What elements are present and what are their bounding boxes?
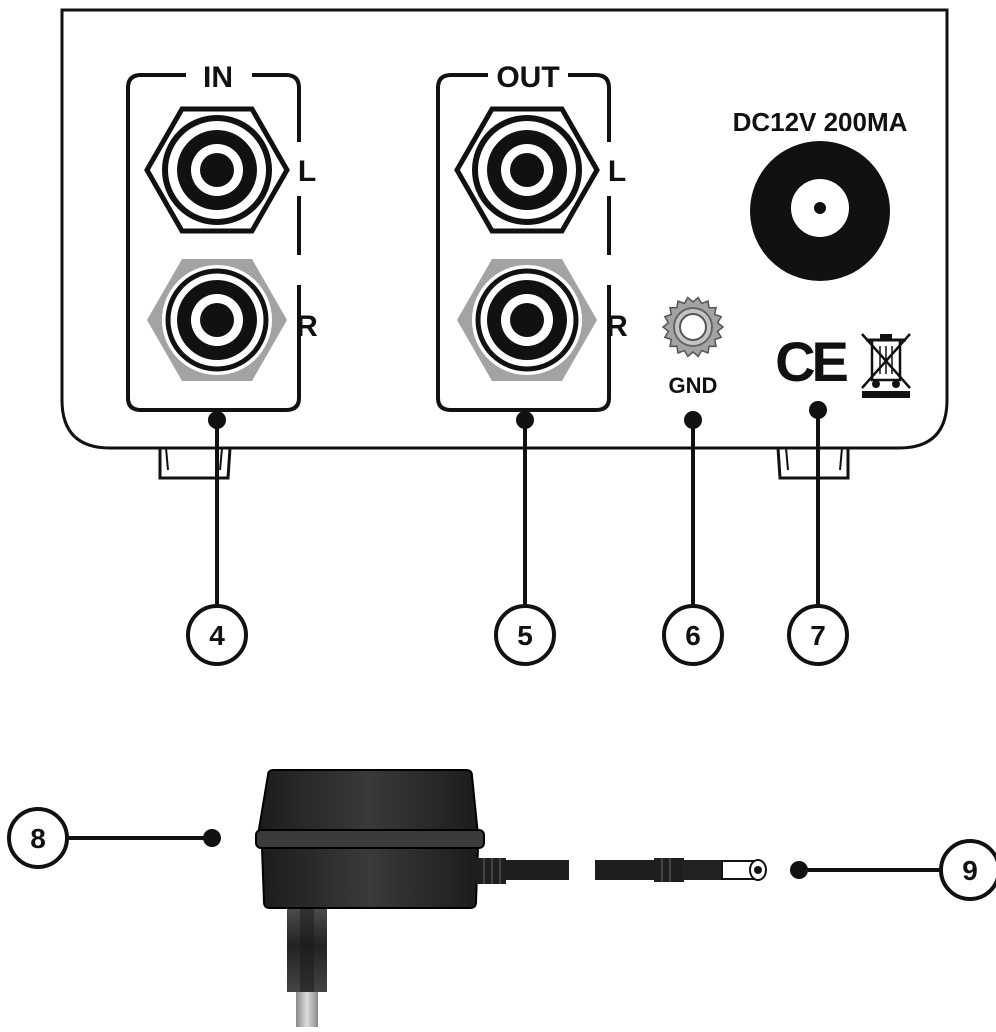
- callout-6: 6: [662, 604, 724, 666]
- rca-jack-out-left[interactable]: [454, 106, 600, 234]
- rca-jack-in-right[interactable]: [147, 259, 287, 381]
- callout-5-label: 5: [517, 620, 533, 651]
- ground-terminal[interactable]: GND: [661, 296, 725, 399]
- out-right-label: R: [606, 310, 628, 343]
- power-adapter: [255, 769, 767, 1027]
- callout-5: 5: [494, 604, 556, 666]
- callout-7: 7: [787, 604, 849, 666]
- callout-7-label: 7: [810, 620, 826, 651]
- callout-6-label: 6: [685, 620, 701, 651]
- crossed-out-bin-icon: [861, 333, 911, 398]
- input-jack-group: IN L R: [126, 61, 318, 412]
- rca-jack-out-right[interactable]: [457, 259, 597, 381]
- dc-power-jack[interactable]: [750, 141, 890, 281]
- callout-4: 4: [186, 604, 248, 666]
- power-rating-label: DC12V 200MA: [733, 107, 908, 137]
- cable-segment-left: [505, 860, 569, 880]
- gnd-label: GND: [669, 373, 718, 398]
- callout-8: 8: [7, 807, 221, 869]
- rca-jack-in-left[interactable]: [144, 106, 290, 234]
- callout-8-label: 8: [30, 823, 46, 854]
- callout-leaders: [208, 401, 827, 605]
- cable-segment-right: [595, 860, 659, 880]
- output-jack-group: OUT L R: [436, 61, 628, 412]
- dc-barrel-plug: [654, 858, 767, 882]
- out-group-label: OUT: [496, 61, 559, 94]
- ce-mark: CE: [775, 330, 847, 393]
- right-foot: [776, 447, 850, 480]
- power-section: DC12V 200MA CE: [733, 107, 911, 398]
- callout-4-label: 4: [209, 620, 225, 651]
- callout-9: 9: [790, 839, 996, 901]
- left-foot: [158, 447, 232, 480]
- callout-9-label: 9: [962, 855, 978, 886]
- in-right-label: R: [296, 310, 318, 343]
- cable-strain-relief: [476, 858, 506, 884]
- in-group-label: IN: [203, 61, 233, 94]
- in-left-label: L: [298, 155, 316, 188]
- out-left-label: L: [608, 155, 626, 188]
- mains-plug: [287, 900, 327, 1027]
